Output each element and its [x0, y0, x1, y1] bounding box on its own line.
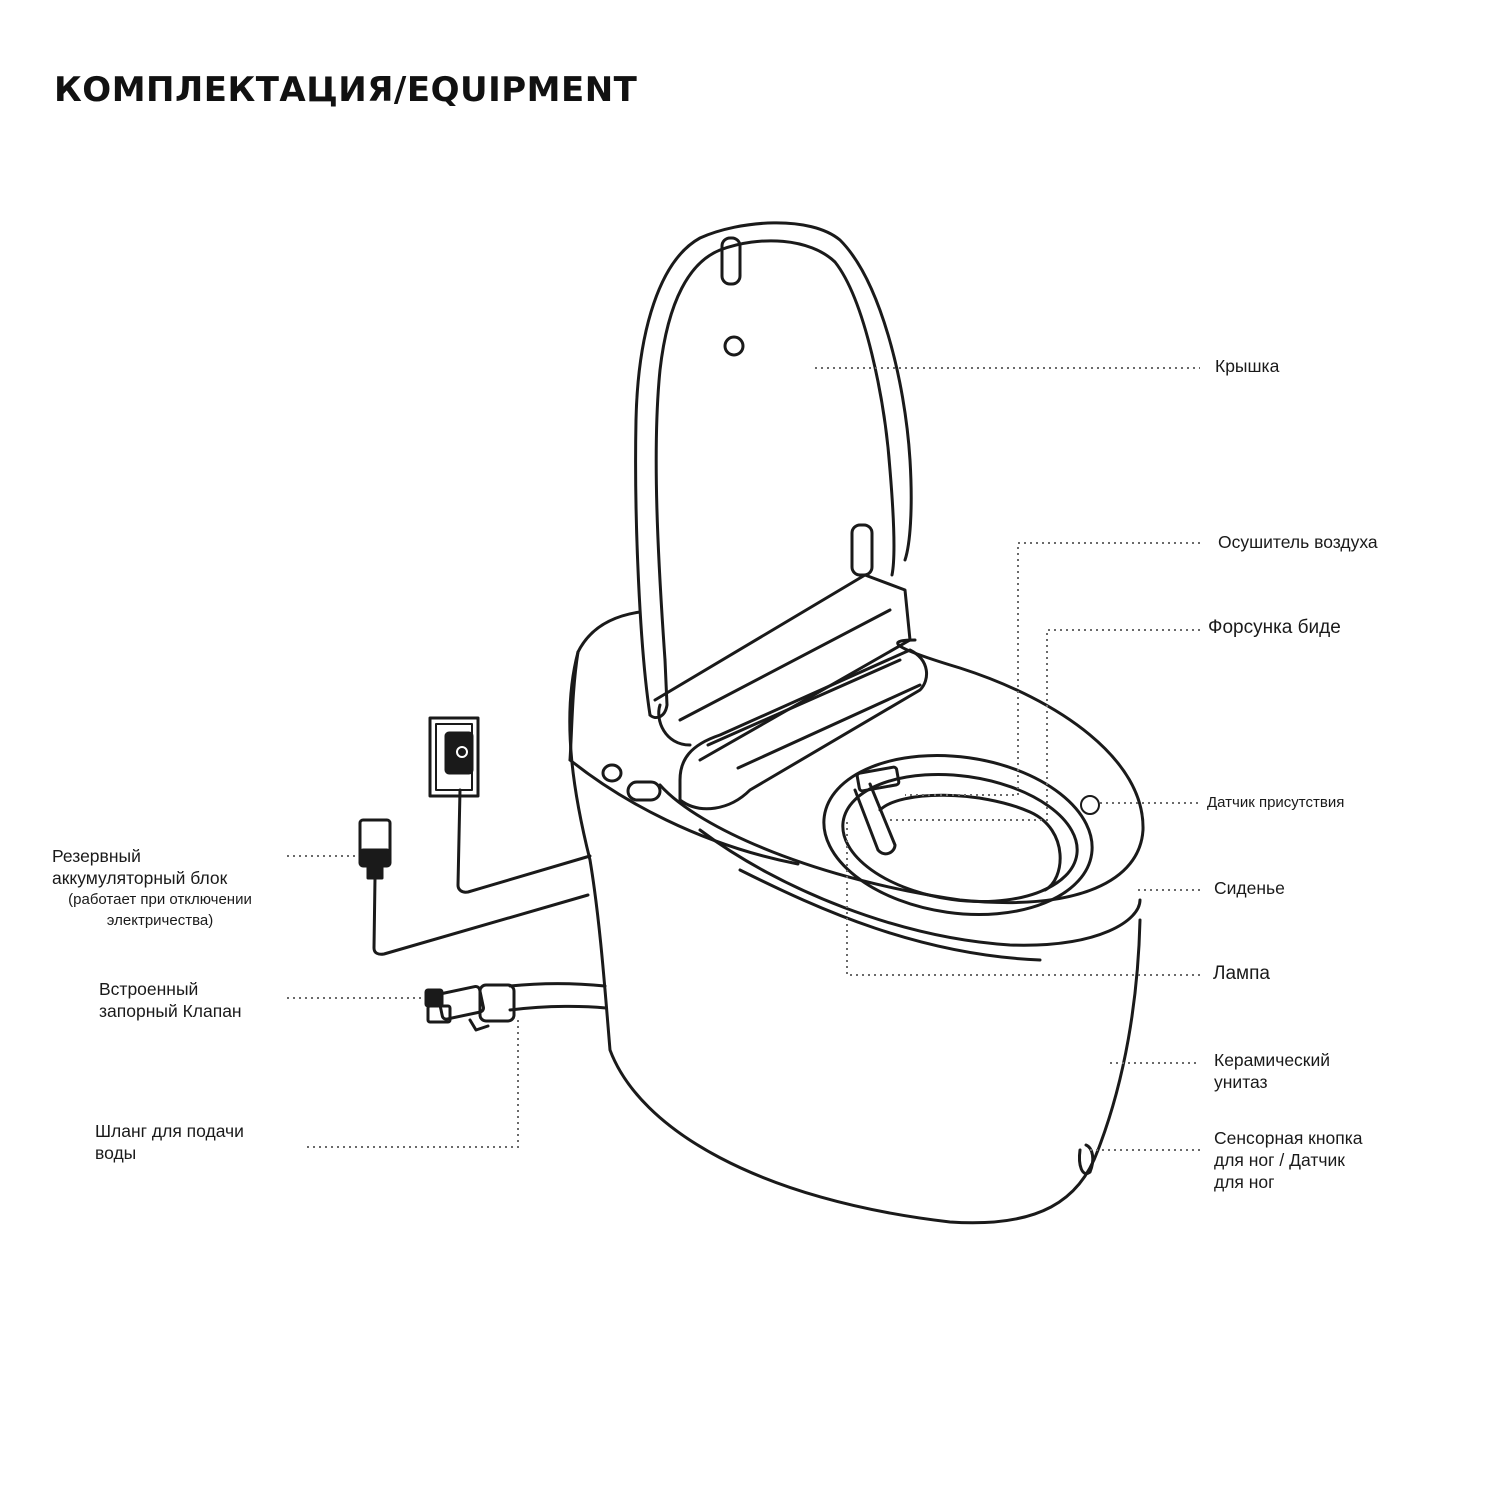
- leader-nozzle: [888, 629, 1200, 821]
- label-ceramic: Керамический унитаз: [1214, 1049, 1330, 1093]
- seat-ring-inner: [841, 772, 1079, 904]
- power-cord: [456, 788, 592, 894]
- label-battery-line4: электричества): [106, 912, 214, 929]
- label-lid: Крышка: [1215, 356, 1280, 376]
- battery-cord: [372, 876, 590, 956]
- label-hose-line1: Шланг для подачи: [95, 1121, 244, 1141]
- leader-dryer: [905, 542, 1200, 796]
- label-battery-line1: Резервный: [52, 846, 141, 866]
- label-seat: Сиденье: [1214, 878, 1285, 898]
- side-button-2: [626, 780, 662, 802]
- label-battery-line2: аккумуляторный блок: [52, 868, 228, 888]
- lid-inner: [654, 239, 896, 662]
- label-ceramic-line1: Керамический: [1214, 1050, 1331, 1070]
- rim-lower: [698, 828, 1142, 947]
- lid-buffer-bottom: [850, 523, 874, 577]
- label-foot-sensor: Сенсорная кнопка для ног / Датчик для но…: [1214, 1127, 1363, 1193]
- wall-outlet-icon: [428, 716, 480, 798]
- label-battery-note: (работает при отключении электричества): [40, 889, 280, 931]
- lid-outer: [634, 221, 913, 717]
- rim-outer: [658, 638, 1145, 904]
- bidet-nozzle: [853, 782, 897, 856]
- bowl-body: [568, 650, 1142, 1225]
- seat-ring-outer: [822, 754, 1094, 916]
- presence-sensor-icon: [1080, 795, 1100, 815]
- label-valve: Встроенный запорный Клапан: [99, 978, 242, 1022]
- label-foot-line1: Сенсорная кнопка: [1214, 1128, 1363, 1148]
- side-button-1: [601, 763, 623, 783]
- lid-buffer-dot: [723, 335, 745, 357]
- label-ceramic-line2: унитаз: [1214, 1072, 1268, 1092]
- label-valve-line1: Встроенный: [99, 979, 199, 999]
- label-dryer: Осушитель воздуха: [1218, 532, 1378, 552]
- label-nozzle: Форсунка биде: [1208, 617, 1341, 638]
- label-valve-line2: запорный Клапан: [99, 1001, 242, 1021]
- label-foot-line3: для ног: [1214, 1172, 1275, 1192]
- label-hose: Шланг для подачи воды: [95, 1120, 244, 1164]
- label-battery-line3: (работает при отключении: [68, 891, 252, 908]
- shell-top: [576, 610, 642, 654]
- shutoff-valve-icon: [436, 984, 485, 1021]
- label-lamp: Лампа: [1213, 963, 1270, 984]
- label-battery: Резервный аккумуляторный блок: [46, 845, 227, 889]
- label-presence-sensor: Датчик присутствия: [1207, 794, 1345, 811]
- leader-hose: [307, 1018, 519, 1148]
- hinge-block: [653, 573, 912, 762]
- label-hose-line2: воды: [95, 1143, 137, 1163]
- plug-icon: [444, 731, 474, 775]
- leader-lamp: [846, 820, 1200, 976]
- water-hose: [508, 982, 608, 1012]
- label-foot-line2: для ног / Датчик: [1214, 1150, 1345, 1170]
- control-panel: [678, 648, 929, 811]
- lid-buffer-top: [720, 236, 742, 286]
- shell-front: [568, 758, 800, 866]
- bowl-well: [878, 793, 1062, 892]
- page-title: КОМПЛЕКТАЦИЯ/EQUIPMENT: [54, 70, 638, 110]
